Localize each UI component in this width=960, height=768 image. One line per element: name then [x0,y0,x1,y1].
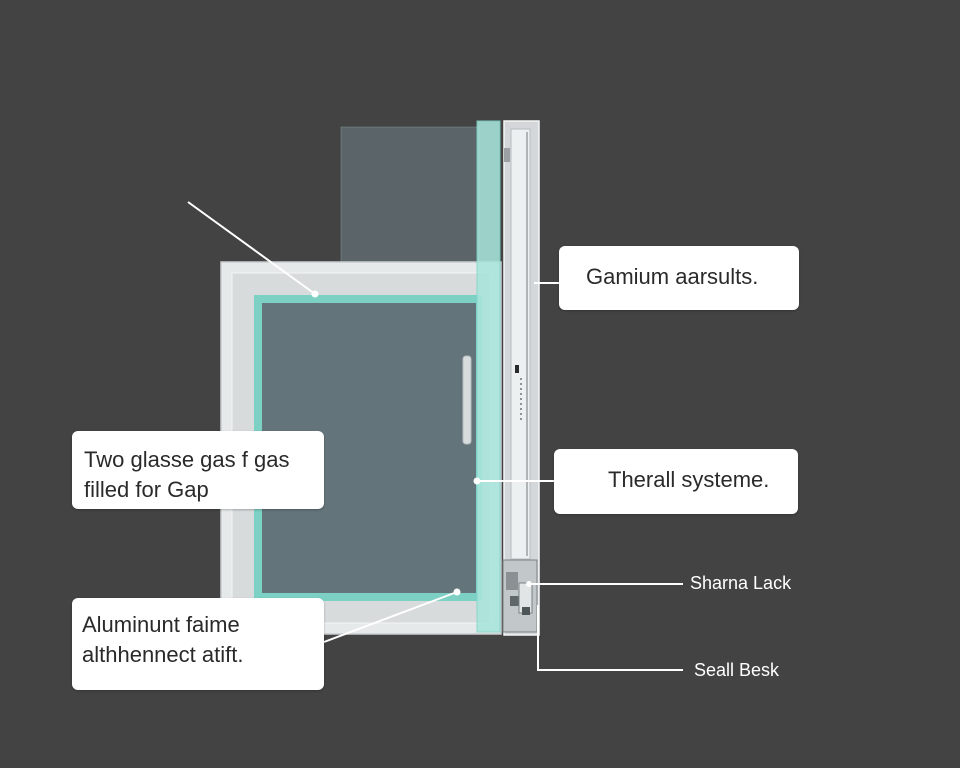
rail-indicator [515,365,519,373]
label-seal-besk: Seall Besk [694,660,780,680]
callout-frame-line2: althhennect atift. [82,642,244,667]
window-handle [462,355,472,445]
callout-thermal: Therall systeme. [554,449,798,514]
callout-thermal-text: Therall systeme. [608,467,770,492]
callout-frame-line1: Aluminunt faime [82,612,240,637]
leader-line-seal [537,605,683,671]
glass-edge-strip [476,120,501,633]
leader-dot-shama [526,581,532,587]
profile-rail-notch [504,148,510,162]
callout-gamium-text: Gamium aarsults. [586,264,759,289]
callout-glass-line2: filled for Gap [84,477,209,502]
leader-dot-thermal [473,477,481,485]
callout-glass: Two glasse gas f gas filled for Gap [72,431,324,509]
callout-glass-line1: Two glasse gas f gas [84,447,290,472]
profile-rail-channel [510,128,531,560]
leader-dot-frame [453,588,461,596]
callout-frame: Aluminunt faime althhennect atift. [72,598,324,690]
leader-dot-top [311,290,319,298]
leader-line-top [187,201,316,295]
lock-mechanism-part-a [506,572,518,590]
lock-mechanism-part-b [510,596,519,606]
lock-mechanism-part-d [522,607,530,615]
label-shama-lack: Sharna Lack [690,573,792,593]
leader-line-frame [323,591,458,643]
callout-gamium: Gamium aarsults. [559,246,799,310]
